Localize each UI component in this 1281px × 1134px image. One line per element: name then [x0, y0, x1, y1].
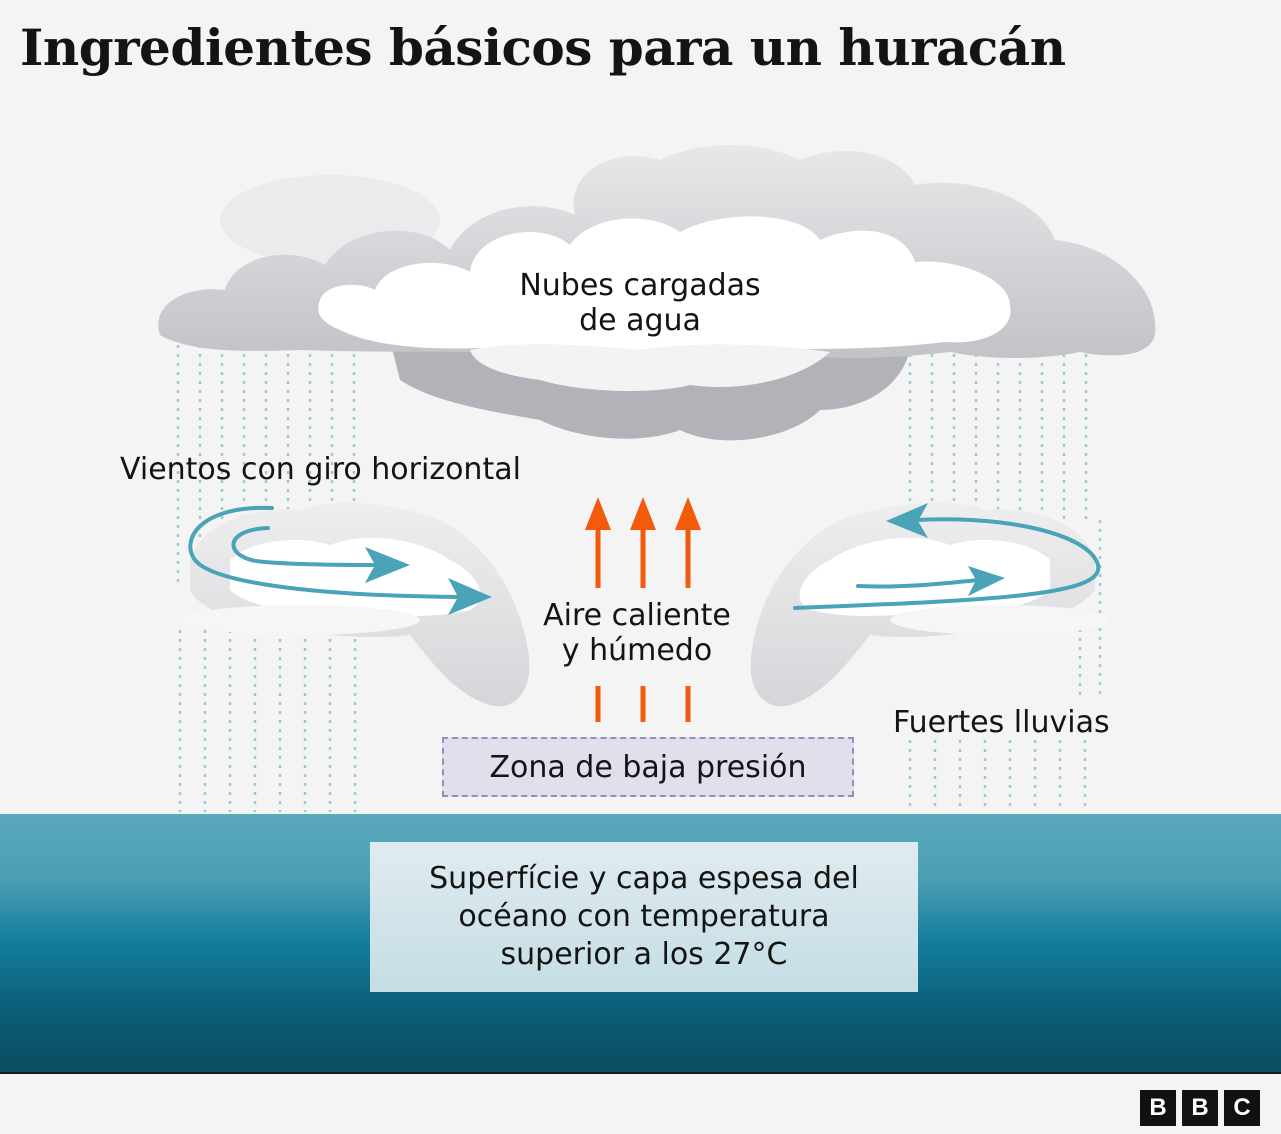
clouds-label-line2: de agua: [579, 303, 701, 338]
storm-cloud-icon: [158, 145, 1156, 441]
winds-label: Vientos con giro horizontal: [120, 452, 521, 487]
right-wind-arrows-icon: [793, 517, 1101, 610]
rain-label: Fuertes lluvias: [893, 705, 1110, 740]
bbc-logo-letter-b2: B: [1182, 1090, 1218, 1126]
warm-air-label-line2: y húmedo: [561, 633, 713, 668]
warm-air-label-line1: Aire caliente: [543, 598, 731, 633]
ocean: Superfície y capa espesa del océano con …: [0, 814, 1281, 1074]
rising-air-arrowheads-icon: [585, 497, 701, 530]
left-wind-arrows-icon: [188, 505, 462, 599]
bbc-logo: B B C: [1140, 1090, 1260, 1126]
ocean-label: Superfície y capa espesa del océano con …: [429, 861, 859, 972]
low-pressure-label: Zona de baja presión: [489, 749, 807, 785]
rain-right-icon: [908, 345, 1102, 812]
bbc-logo-letter-b1: B: [1140, 1090, 1176, 1126]
page-title: Ingredientes básicos para un huracán: [20, 18, 1066, 77]
bbc-logo-letter-c: C: [1224, 1090, 1260, 1126]
clouds-label: Nubes cargadas de agua: [490, 268, 790, 338]
ocean-info-box: Superfície y capa espesa del océano con …: [370, 842, 918, 992]
rising-air-arrows-icon: [595, 525, 691, 722]
low-pressure-zone: Zona de baja presión: [442, 737, 854, 797]
right-wind-arrowheads-icon: [886, 503, 1005, 596]
clouds-label-line1: Nubes cargadas: [519, 268, 761, 303]
left-wind-arrowheads-icon: [365, 547, 492, 615]
warm-air-label: Aire caliente y húmedo: [512, 598, 762, 668]
